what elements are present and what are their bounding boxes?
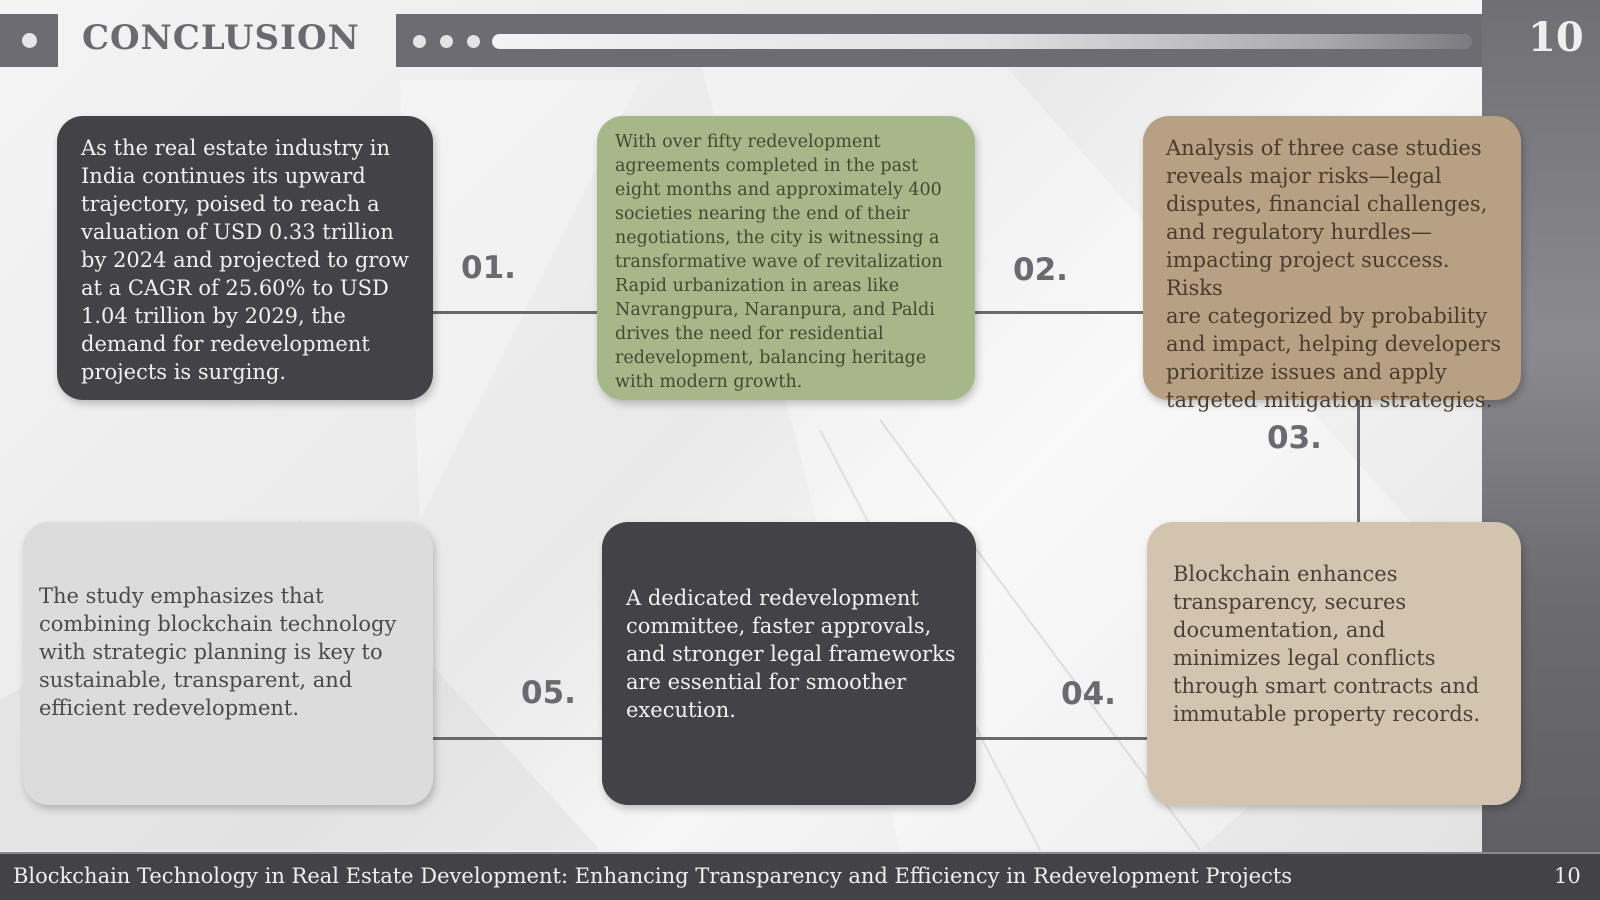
card-text-line: minimizes legal conflicts: [1173, 646, 1436, 670]
card-text-line: transparency, secures: [1173, 590, 1407, 614]
footer-title: Blockchain Technology in Real Estate Dev…: [13, 864, 1293, 888]
card-text-line: with strategic planning is key to: [39, 640, 383, 664]
card-text-line: and regulatory hurdles—: [1166, 220, 1432, 244]
card-text-line: Rapid urbanization in areas like: [615, 276, 900, 296]
card-text-line: immutable property records.: [1173, 702, 1481, 726]
header-pip-icon: [440, 35, 453, 48]
card-text-line: documentation, and: [1173, 618, 1386, 642]
card-text-line: are categorized by probability: [1166, 304, 1488, 328]
card-text-line: committee, faster approvals,: [626, 614, 932, 638]
step-number-04: 04.: [1061, 676, 1116, 712]
card-text-line: efficient redevelopment.: [39, 696, 300, 720]
card-text-line: are essential for smoother: [626, 670, 907, 694]
card-text-line: The study emphasizes that: [39, 584, 324, 608]
card-text-line: redevelopment, balancing heritage: [615, 348, 927, 368]
card-text-line: through smart contracts and: [1173, 674, 1480, 698]
header-progress-track: [492, 34, 1472, 49]
slide-number: 10: [1528, 14, 1584, 61]
final-summary-card: The study emphasizes that combining bloc…: [23, 522, 433, 805]
card-text-line: As the real estate industry in: [81, 136, 391, 160]
step-01-card: As the real estate industry in India con…: [57, 116, 433, 400]
card-text-line: with modern growth.: [615, 372, 803, 392]
connector-line: [433, 311, 597, 314]
card-text-line: and impact, helping developers: [1166, 332, 1501, 356]
page-title: CONCLUSION: [82, 18, 360, 58]
step-02-card: With over fifty redevelopment agreements…: [597, 116, 975, 400]
header-dot-icon: [22, 33, 37, 48]
step-number-05: 05.: [521, 675, 576, 711]
card-text-line: negotiations, the city is witnessing a: [615, 228, 940, 248]
header-pip-icon: [467, 35, 480, 48]
step-04-card: Blockchain enhances transparency, secure…: [1147, 522, 1521, 805]
card-text-line: Blockchain enhances: [1173, 562, 1398, 586]
card-text-line: drives the need for residential: [615, 324, 884, 344]
card-text-line: prioritize issues and apply: [1166, 360, 1447, 384]
card-text-line: Navrangpura, Naranpura, and Paldi: [615, 300, 935, 320]
step-03-card: Analysis of three case studies reveals m…: [1143, 116, 1521, 412]
header-marker: [0, 14, 58, 67]
card-text-line: transformative wave of revitalization: [615, 252, 943, 272]
card-text-line: 1.04 trillion by 2029, the: [81, 304, 346, 328]
card-text-line: With over fifty redevelopment: [615, 132, 881, 152]
header-progress-bar: [396, 14, 1482, 67]
card-text-line: agreements completed in the past: [615, 156, 919, 176]
connector-line: [433, 737, 602, 740]
footer-page-number: 10: [1554, 864, 1581, 888]
connector-line: [1357, 400, 1360, 522]
card-text-line: impacting project success. Risks: [1166, 248, 1450, 300]
card-text-line: trajectory, poised to reach a: [81, 192, 380, 216]
card-text-line: societies nearing the end of their: [615, 204, 910, 224]
card-text-line: India continues its upward: [81, 164, 366, 188]
card-text-line: combining blockchain technology: [39, 612, 397, 636]
step-number-02: 02.: [1013, 252, 1068, 288]
card-text-line: A dedicated redevelopment: [626, 586, 919, 610]
card-text-line: projects is surging.: [81, 360, 287, 384]
connector-line: [976, 737, 1147, 740]
card-text-line: by 2024 and projected to grow: [81, 248, 409, 272]
footer-bar: Blockchain Technology in Real Estate Dev…: [0, 852, 1600, 900]
card-text-line: valuation of USD 0.33 trillion: [81, 220, 394, 244]
card-text-line: and stronger legal frameworks: [626, 642, 956, 666]
step-05-card: A dedicated redevelopment committee, fas…: [602, 522, 976, 805]
card-text-line: targeted mitigation strategies.: [1166, 388, 1493, 412]
card-text-line: eight months and approximately 400: [615, 180, 942, 200]
connector-line: [975, 311, 1143, 314]
header-pip-icon: [413, 35, 426, 48]
step-number-01: 01.: [461, 250, 516, 286]
card-text-line: Analysis of three case studies: [1166, 136, 1482, 160]
card-text-line: execution.: [626, 698, 736, 722]
card-text-line: sustainable, transparent, and: [39, 668, 353, 692]
card-text-line: at a CAGR of 25.60% to USD: [81, 276, 389, 300]
card-text-line: demand for redevelopment: [81, 332, 370, 356]
card-text-line: reveals major risks—legal: [1166, 164, 1442, 188]
step-number-03: 03.: [1267, 420, 1322, 456]
card-text-line: disputes, financial challenges,: [1166, 192, 1488, 216]
